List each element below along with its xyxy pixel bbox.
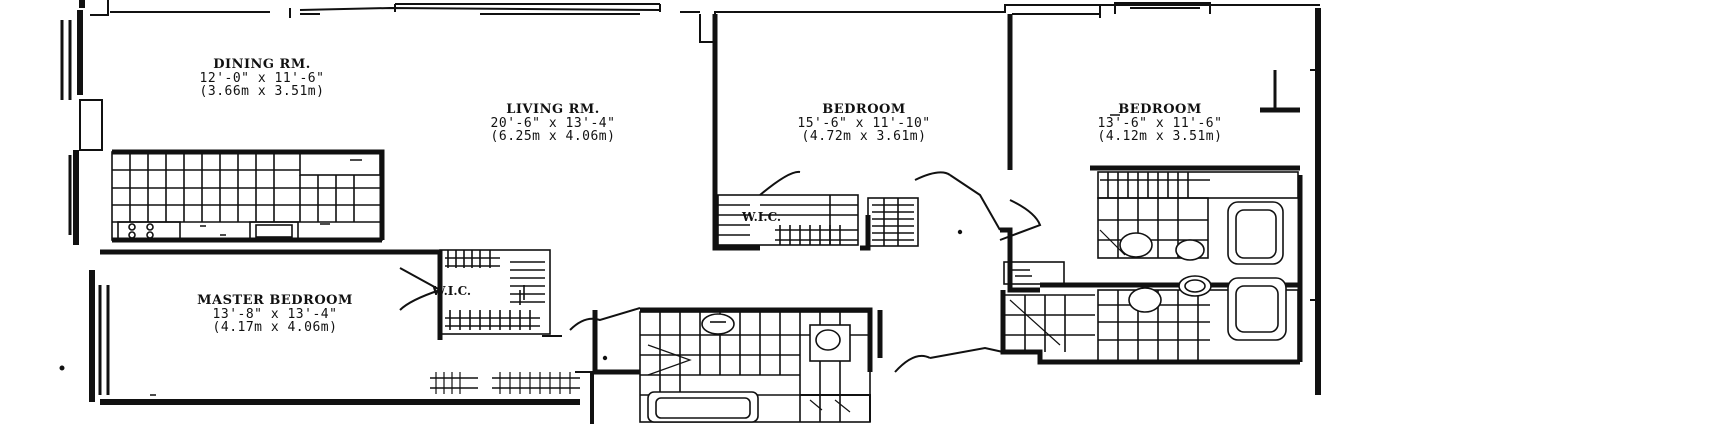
room-name: LIVING RM.: [506, 102, 600, 117]
room-dim-metric: (4.17m x 4.06m): [212, 320, 338, 336]
room-dim-metric: (6.25m x 4.06m): [490, 129, 616, 145]
room-label-dining: DINING RM. 12'-0" x 11'-6" (3.66m x 3.51…: [200, 58, 325, 99]
kitchen: [111, 151, 383, 241]
bedroom-wic-shelving: [717, 194, 919, 247]
room-dim-imperial: 13'-8" x 13'-4": [212, 306, 338, 322]
room-name: DINING RM.: [213, 57, 311, 72]
room-dim-metric: (4.72m x 3.61m): [801, 129, 927, 145]
room-name: BEDROOM: [822, 102, 906, 117]
room-dim-imperial: 12'-0" x 11'-6": [199, 70, 325, 86]
closet-label-bedroom-wic: W.I.C.: [742, 210, 782, 224]
bath-lower: [1003, 261, 1299, 363]
room-name: BEDROOM: [1118, 102, 1202, 117]
hall-bath: [639, 311, 871, 423]
room-label-living: LIVING RM. 20'-6" x 13'-4" (6.25m x 4.06…: [491, 103, 616, 144]
top-wall: [110, 6, 700, 13]
left-windows: [60, 20, 110, 395]
room-label-master-bedroom: MASTER BEDROOM 13'-8" x 13'-4" (4.17m x …: [197, 294, 353, 335]
room-dim-imperial: 20'-6" x 13'-4": [490, 115, 616, 131]
master-wic-shelving: [439, 249, 551, 335]
exterior-walls: [73, 0, 1321, 405]
closet-label-master-wic: W.I.C.: [432, 284, 472, 298]
room-label-bedroom-1: BEDROOM 15'-6" x 11'-10" (4.72m x 3.61m): [797, 103, 930, 144]
room-name: MASTER BEDROOM: [197, 293, 353, 308]
room-label-bedroom-2: BEDROOM 13'-6" x 11'-6" (4.12m x 3.51m): [1098, 103, 1223, 144]
room-dim-imperial: 13'-6" x 11'-6": [1097, 115, 1223, 131]
room-dim-metric: (3.66m x 3.51m): [199, 84, 325, 100]
bath-upper: [1097, 171, 1299, 265]
room-dim-metric: (4.12m x 3.51m): [1097, 129, 1223, 145]
room-dim-imperial: 15'-6" x 11'-10": [797, 115, 931, 131]
